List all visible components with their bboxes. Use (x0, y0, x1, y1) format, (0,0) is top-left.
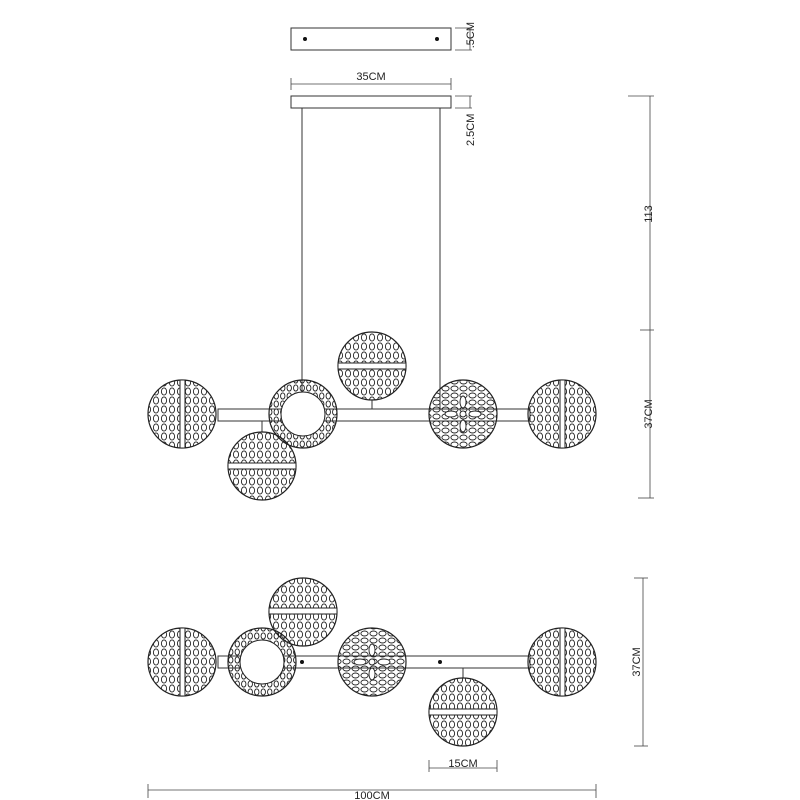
globe-horizontal-band (337, 331, 407, 409)
globe-diameter-label: 15CM (448, 758, 477, 770)
globe-vertical-band (147, 627, 217, 697)
globe-radial (428, 379, 498, 449)
mount-hole (435, 37, 439, 41)
globe-horizontal-band (268, 577, 338, 647)
globe-vertical-band (527, 627, 597, 697)
mount-hole (303, 37, 307, 41)
overall-height-label: 113 (643, 205, 655, 223)
front-elevation: 35CM 2.5CM (147, 71, 655, 501)
canopy-thickness-label: .5CM (465, 22, 477, 48)
globe-horizontal-band (227, 421, 297, 501)
globe-vertical-band (147, 379, 217, 449)
body-height-top-label: 37CM (631, 647, 643, 676)
globe-horizontal-band (428, 668, 498, 747)
canopy-length-label: 35CM (356, 71, 385, 83)
globe-ring (227, 627, 297, 697)
globe-ring (268, 379, 338, 449)
mount-point (300, 660, 304, 664)
globe-radial (337, 627, 407, 697)
canopy-top-view: .5CM (290, 22, 477, 51)
canopy-plate-top (290, 27, 452, 51)
mount-point (438, 660, 442, 664)
top-plan-view: 37CM 15CM 100CM (147, 577, 648, 800)
rod-drop-label: 2.5CM (465, 114, 477, 146)
body-height-front-label: 37CM (643, 399, 655, 428)
canopy-side (290, 95, 452, 109)
globe-vertical-band (527, 379, 597, 449)
overall-length-label: 100CM (354, 790, 389, 800)
